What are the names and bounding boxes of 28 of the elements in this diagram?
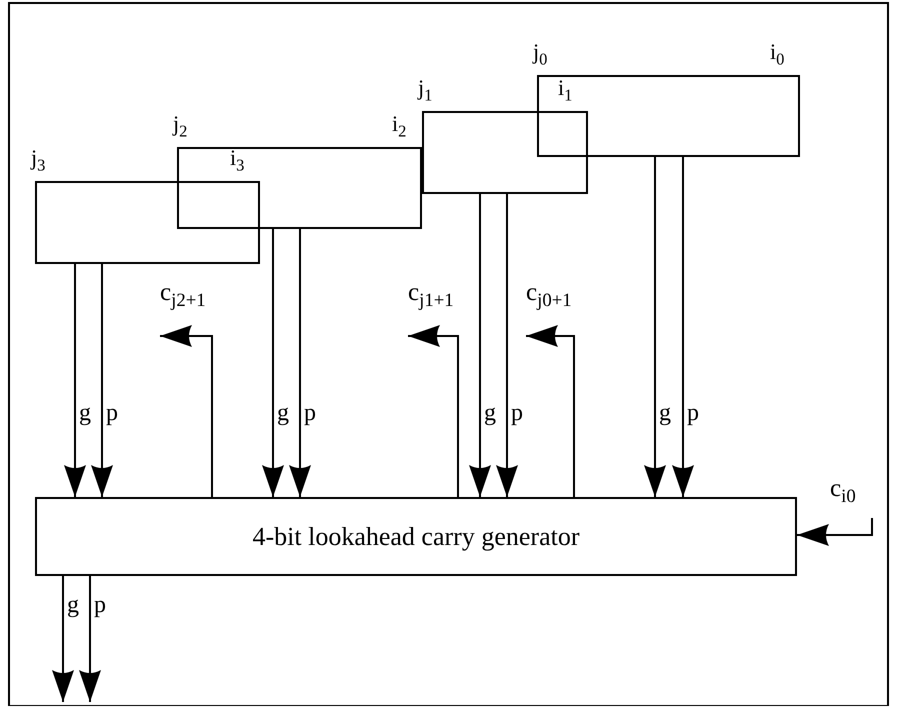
corner-index: j$_{1}$ xyxy=(418,77,432,104)
corner-index: i$_{1}$ xyxy=(558,77,572,104)
corner-index: i$_{2}$ xyxy=(392,113,406,140)
signal-label: c$_{j2+1}$ xyxy=(160,280,222,336)
edge-label: p xyxy=(511,401,523,425)
block-box xyxy=(537,75,800,157)
block-box xyxy=(177,147,422,229)
edge-label: p xyxy=(94,593,106,617)
edge-label: g xyxy=(67,593,79,617)
signal-label: c$_{j1+1}$ xyxy=(408,280,470,336)
corner-index: j$_{3}$ xyxy=(31,147,46,174)
edge-label: g xyxy=(484,401,496,425)
edge-label: g xyxy=(277,401,289,425)
edge-label: g xyxy=(79,401,91,425)
signal-label: c$_{i0}$ xyxy=(830,476,886,518)
block-box xyxy=(422,111,588,194)
edge-label: p xyxy=(106,401,118,425)
corner-index: i$_{3}$ xyxy=(230,147,244,174)
edge-label: p xyxy=(304,401,316,425)
block-title: 4-bit lookahead carry generator xyxy=(252,524,580,550)
signal-label: c$_{j0+1}$ xyxy=(526,280,588,336)
corner-index: j$_{2}$ xyxy=(173,113,188,140)
edge-label: p xyxy=(687,401,699,425)
corner-index: j$_{0}$ xyxy=(533,41,548,68)
edge-label: g xyxy=(659,401,671,425)
corner-index: i$_{0}$ xyxy=(770,41,784,68)
block-box xyxy=(35,181,260,264)
generator-box xyxy=(35,497,797,576)
